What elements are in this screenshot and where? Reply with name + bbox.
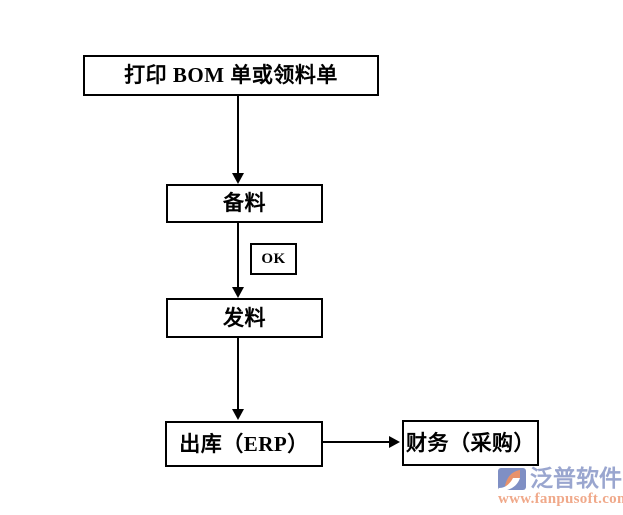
edge-label-ok[interactable]: OK [250,243,297,275]
flow-node-outbound-erp[interactable]: 出库（ERP） [165,421,323,467]
edge-issue-to-outbound-line [237,338,239,411]
watermark-brand: 泛普软件 [530,466,622,492]
flow-node-finance-purchase[interactable]: 财务（采购） [402,420,539,466]
flow-node-finance-purchase-label: 财务（采购） [406,430,535,455]
edge-prepare-to-issue-arrowhead-icon [232,287,244,298]
edge-print-to-prepare-arrowhead-icon [232,173,244,184]
edge-label-ok-text: OK [261,250,286,267]
flow-node-prepare-material-label: 备料 [223,191,266,215]
edge-print-to-prepare-line [237,96,239,175]
edge-outbound-to-finance-line [323,441,391,443]
flow-node-prepare-material[interactable]: 备料 [166,184,323,223]
watermark: 泛普软件 www.fanpusoft.com [497,464,623,515]
watermark-url: www.fanpusoft.com [498,491,623,507]
flow-node-issue-material-label: 发料 [223,305,266,330]
edge-prepare-to-issue-line [237,223,239,288]
flow-node-print-bom[interactable]: 打印 BOM 单或领料单 [83,55,379,96]
flow-node-outbound-erp-label: 出库（ERP） [179,431,309,456]
flow-node-print-bom-label: 打印 BOM 单或领料单 [124,63,338,87]
edge-outbound-to-finance-arrowhead-icon [389,436,400,448]
flow-node-issue-material[interactable]: 发料 [166,298,323,338]
watermark-row: 泛普软件 [497,464,622,494]
edge-issue-to-outbound-arrowhead-icon [232,409,244,420]
fanpusoft-logo-icon [497,464,527,494]
